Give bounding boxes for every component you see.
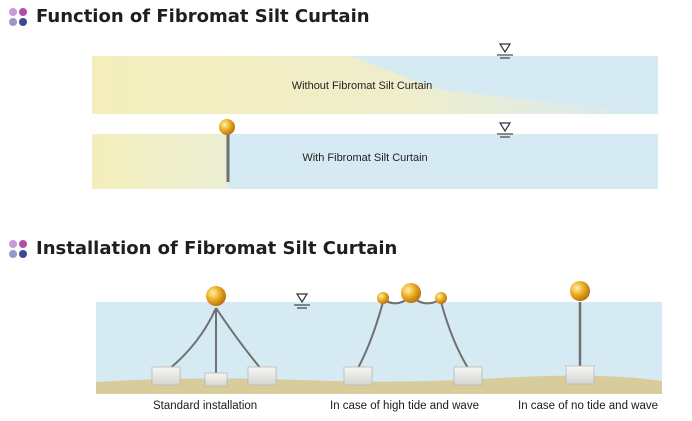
bullet-dots-icon xyxy=(8,239,28,259)
anchor-block xyxy=(247,366,277,386)
silt-spread-area xyxy=(92,56,658,114)
caption-no-tide: In case of no tide and wave xyxy=(518,400,659,412)
installation-diagram xyxy=(96,281,662,394)
function-diagram: Without Fibromat Silt Curtain With Fibro… xyxy=(92,43,658,189)
high-tide-installation xyxy=(343,283,483,386)
function-section-title: Function of Fibromat Silt Curtain xyxy=(8,6,370,27)
seabed xyxy=(96,375,662,394)
buoy-icon xyxy=(435,292,447,304)
function-title-text: Function of Fibromat Silt Curtain xyxy=(36,6,370,27)
water-level-icon xyxy=(497,122,513,138)
installation-title-text: Installation of Fibromat Silt Curtain xyxy=(36,238,398,259)
buoy-icon xyxy=(401,283,421,303)
anchor-block xyxy=(565,365,595,385)
panel-without-curtain: Without Fibromat Silt Curtain xyxy=(92,43,658,114)
buoy-icon xyxy=(570,281,590,301)
anchor-block xyxy=(151,366,181,386)
caption-high-tide: In case of high tide and wave xyxy=(330,400,479,412)
water-level-icon xyxy=(497,43,513,59)
buoy-icon xyxy=(206,286,226,306)
standard-installation xyxy=(151,286,277,387)
no-tide-installation xyxy=(565,281,595,385)
buoy-icon xyxy=(219,119,235,135)
caption-standard-installation: Standard installation xyxy=(153,400,258,412)
water-level-icon xyxy=(294,293,310,309)
installation-section-title: Installation of Fibromat Silt Curtain xyxy=(8,238,397,259)
anchor-block xyxy=(343,366,373,386)
panel-with-curtain: With Fibromat Silt Curtain xyxy=(92,119,658,189)
panel-with-label: With Fibromat Silt Curtain xyxy=(302,152,427,164)
anchor-block xyxy=(453,366,483,386)
buoy-icon xyxy=(377,292,389,304)
bullet-dots-icon xyxy=(8,7,28,27)
panel-without-label: Without Fibromat Silt Curtain xyxy=(292,80,433,92)
silt-contained-area xyxy=(92,134,228,189)
anchor-block xyxy=(204,372,228,387)
